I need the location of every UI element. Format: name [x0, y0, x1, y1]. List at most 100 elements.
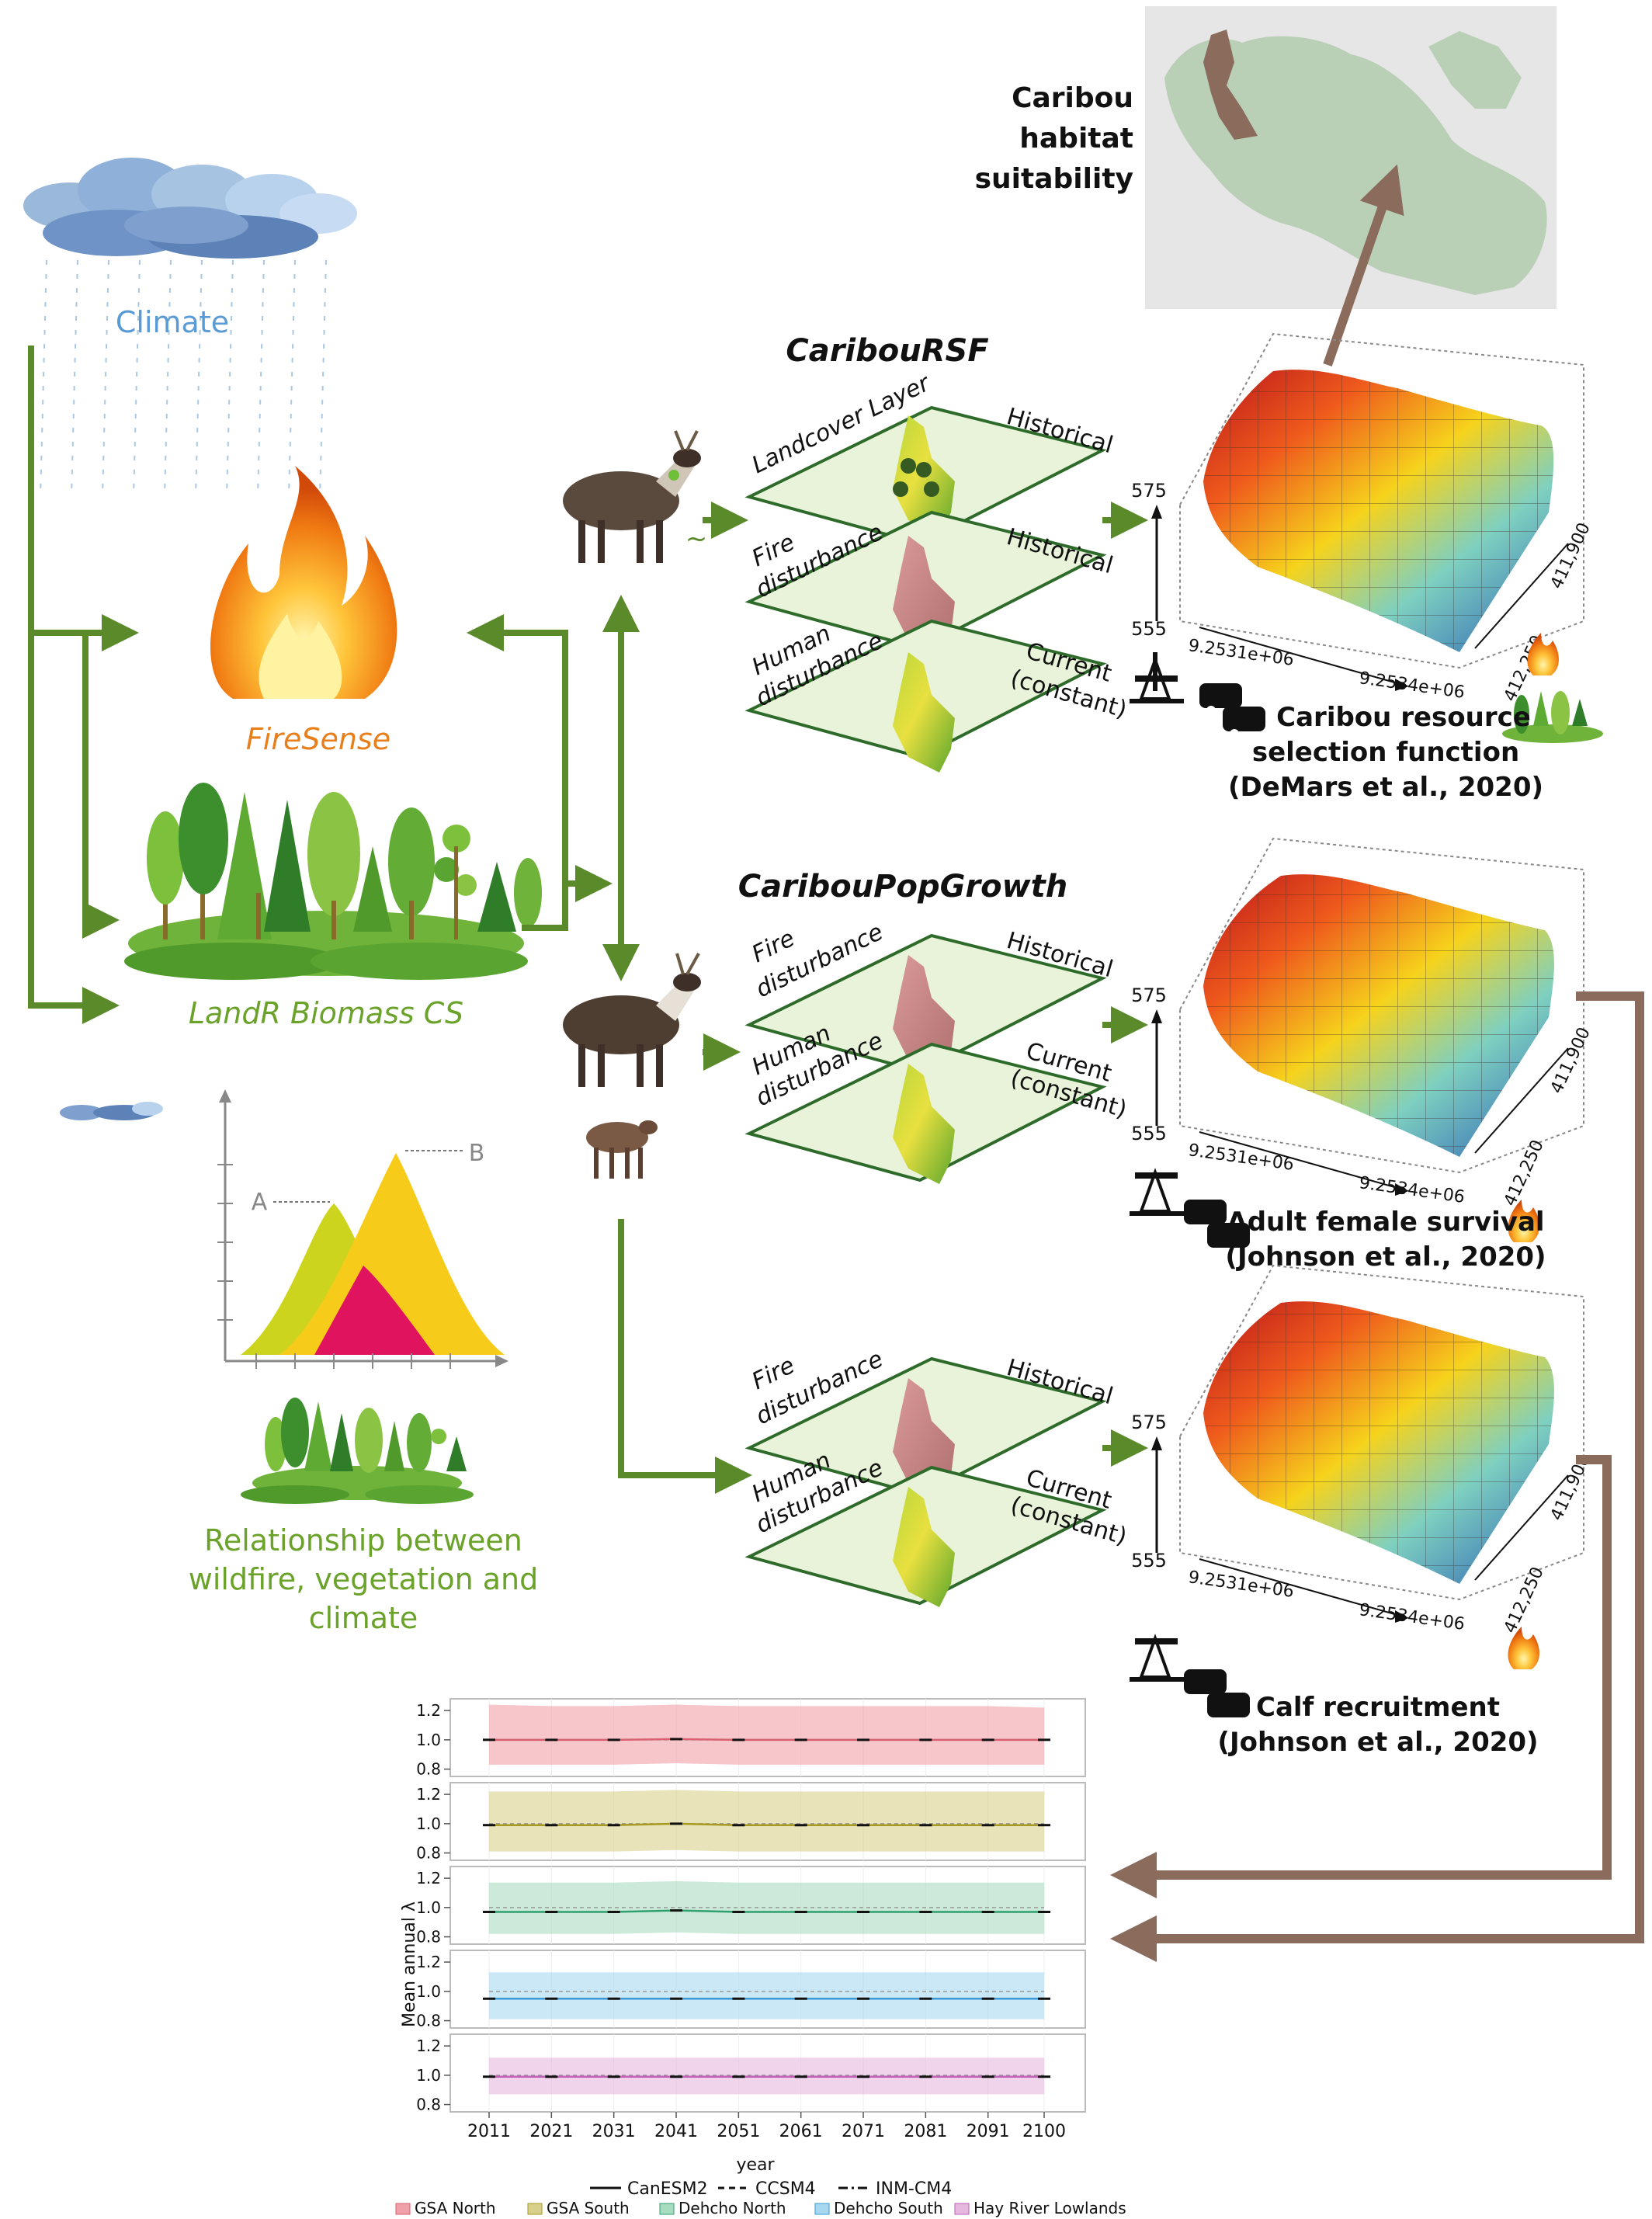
flow-arrows-green — [28, 346, 1148, 1494]
legend-region-label: GSA North — [415, 2199, 496, 2217]
y-tick-label: 1.2 — [416, 2037, 441, 2055]
legend-model-label: INM-CM4 — [876, 2179, 952, 2199]
rsf-x-left: 9.2531e+06 — [1187, 636, 1295, 670]
relationship-label-2: wildfire, vegetation and — [189, 1562, 539, 1596]
legend-region-label: Dehcho North — [678, 2199, 786, 2217]
habitat-label-2: habitat — [1019, 123, 1133, 155]
forest-icon — [124, 783, 542, 980]
y-tick-label: 0.8 — [416, 1928, 441, 1946]
x-tick-label: 2041 — [654, 2122, 698, 2141]
x-tick-label: 2071 — [842, 2122, 885, 2141]
adult-caption-2: (Johnson et al., 2020) — [1225, 1241, 1546, 1273]
habitat-label-1: Caribou — [1012, 82, 1133, 114]
adult-layer-human — [744, 1042, 1107, 1184]
rsf-y-top: 411,900 — [1547, 520, 1595, 592]
y-tick-label: 0.8 — [416, 1760, 441, 1779]
mean-line — [489, 1909, 1044, 1913]
x-tick-label: 2031 — [592, 2122, 636, 2141]
fire-icon — [210, 466, 397, 699]
habitat-label-3: suitability — [975, 163, 1133, 195]
caribou-collared-icon — [563, 430, 701, 563]
adult-x-left: 9.2531e+06 — [1187, 1141, 1295, 1175]
lambda-panel: 0.8 1.0 1.2 — [416, 1950, 1086, 2030]
ci-band — [489, 1880, 1044, 1934]
legend-region-item: GSA North — [395, 2199, 496, 2217]
flow-arrows-brown — [1110, 991, 1644, 1962]
calf-layer-human — [744, 1465, 1107, 1607]
ci-band — [489, 1972, 1044, 2019]
x-tick-label: 2051 — [717, 2122, 760, 2141]
y-tick-label: 1.0 — [416, 1731, 441, 1749]
y-tick-label: 1.2 — [416, 1701, 441, 1720]
small-cloud-icon — [60, 1102, 163, 1120]
caribou-adult-icon — [563, 953, 701, 1087]
habitat-arrow — [1323, 164, 1404, 366]
calf-surface-plot — [1151, 1264, 1584, 1623]
legend-color-swatch — [814, 2203, 830, 2215]
calf-caption-2: (Johnson et al., 2020) — [1217, 1727, 1538, 1758]
peak-a-label: A — [252, 1189, 268, 1216]
lambda-panel: 0.81.01.2 — [416, 2033, 1086, 2114]
rsf-x-right: 9.2534e+06 — [1358, 668, 1466, 703]
tilde-label: ~ — [685, 523, 708, 554]
rsf-layer-human — [744, 619, 1107, 773]
caribou-rsf-title: CaribouRSF — [786, 333, 988, 369]
calf-x-right: 9.2534e+06 — [1358, 1600, 1466, 1634]
calf-caption-1: Calf recruitment — [1256, 1692, 1500, 1723]
lambda-panel: 0.81.01.2 — [416, 1866, 1086, 1946]
y-tick-label: 1.0 — [416, 2066, 441, 2085]
x-tick-label: 2081 — [904, 2122, 947, 2141]
peak-b-label: B — [469, 1140, 485, 1167]
x-tick-label: 2100 — [1022, 2122, 1066, 2141]
climate-cloud-icon — [23, 158, 357, 259]
y-tick-label: 1.2 — [416, 1953, 441, 1971]
legend-color-swatch — [659, 2203, 675, 2215]
mean-line — [489, 1738, 1044, 1742]
rsf-surface-plot — [1151, 332, 1584, 691]
rsf-caption-2: selection function — [1252, 737, 1519, 768]
legend-region-item: GSA South — [527, 2199, 630, 2217]
legend-model-item: INM-CM4 — [838, 2179, 952, 2199]
adult-y-top: 411,900 — [1547, 1025, 1595, 1097]
legend-region-item: Dehcho North — [659, 2199, 786, 2217]
legend-color-swatch — [527, 2203, 543, 2215]
y-tick-label: 1.2 — [416, 1785, 441, 1804]
caribou-calf-icon — [586, 1120, 658, 1179]
adult-surface-plot — [1151, 837, 1584, 1196]
y-tick-label: 1.0 — [416, 1898, 441, 1917]
y-tick-label: 0.8 — [416, 1844, 441, 1863]
relationship-curve-chart — [217, 1089, 508, 1369]
legend-region-label: GSA South — [547, 2199, 630, 2217]
y-tick-label: 0.8 — [416, 2012, 441, 2030]
lambda-chart: Mean annual λ 0.8 1.0 1.2 0.8 1.0 1.2 0.8 1.0 1.… — [395, 1698, 1126, 2217]
small-fire-icon — [1508, 633, 1559, 1669]
legend-color-swatch — [954, 2203, 970, 2215]
lambda-xlabel: year — [736, 2155, 775, 2175]
caribou-popgrowth-title: CaribouPopGrowth — [738, 869, 1067, 905]
legend-model-item: CanESM2 — [590, 2179, 708, 2199]
rsf-caption-3: (DeMars et al., 2020) — [1228, 772, 1543, 803]
y-tick-label: 1.0 — [416, 1982, 441, 2001]
lambda-ylabel: Mean annual λ — [400, 1901, 419, 2027]
adult-z-bottom: 555 — [1131, 1123, 1167, 1144]
calf-z-bottom: 555 — [1131, 1550, 1167, 1571]
legend-region-label: Dehcho South — [834, 2199, 943, 2217]
x-tick-label: 2011 — [467, 2122, 511, 2141]
canada-map — [1145, 6, 1557, 309]
adult-z-top: 575 — [1131, 984, 1167, 1006]
legend-model-item: CCSM4 — [718, 2179, 816, 2199]
legend-region-item: Hay River Lowlands — [954, 2199, 1126, 2217]
x-tick-label: 2021 — [529, 2122, 573, 2141]
relationship-label-3: climate — [309, 1601, 418, 1635]
y-tick-label: 1.0 — [416, 1814, 441, 1833]
car-traffic-icon — [1184, 683, 1265, 1717]
ci-band — [489, 1790, 1044, 1852]
ci-band — [489, 1704, 1044, 1765]
adult-caption-1: Adult female survival — [1227, 1207, 1544, 1238]
oil-pump-icon — [1130, 652, 1184, 1682]
rsf-caption-1: Caribou resource — [1276, 702, 1531, 733]
rsf-layer-landcover — [744, 405, 1107, 546]
lambda-panel: 0.8 1.0 1.2 — [416, 1782, 1086, 1863]
mean-line — [489, 1822, 1044, 1826]
landr-label: LandR Biomass CS — [189, 996, 463, 1030]
